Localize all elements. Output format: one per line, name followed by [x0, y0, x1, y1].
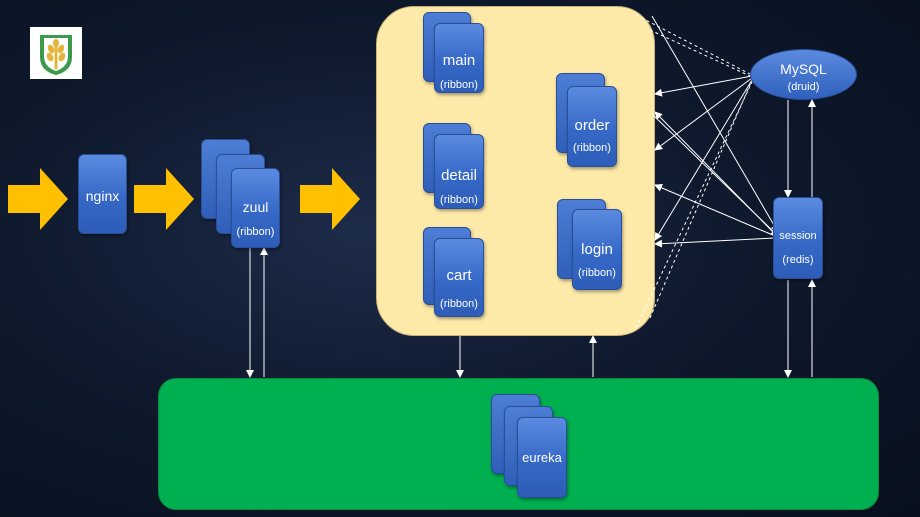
cart-node: cart (ribbon) [434, 238, 484, 317]
zuul-sub-label: (ribbon) [236, 226, 275, 238]
wheat-shield-logo-icon [40, 35, 72, 75]
zuul-node: zuul (ribbon) [231, 168, 280, 248]
detail-node: detail (ribbon) [434, 134, 484, 209]
login-sub-label: (ribbon) [578, 267, 616, 279]
mysql-label: MySQL [780, 61, 827, 77]
mysql-node: MySQL (druid) [750, 49, 857, 100]
eureka-node: eureka [517, 417, 567, 498]
logo [30, 27, 82, 79]
login-node: login (ribbon) [572, 209, 622, 290]
mysql-sub-label: (druid) [787, 81, 820, 93]
nginx-label: nginx [85, 188, 120, 204]
order-node: order (ribbon) [567, 86, 617, 167]
login-label: login [581, 241, 613, 258]
detail-label: detail [441, 167, 477, 184]
order-sub-label: (ribbon) [573, 142, 611, 154]
session-label: session [779, 230, 817, 242]
main-label: main [442, 52, 476, 69]
session-sub-label: (redis) [782, 254, 814, 266]
main-sub-label: (ribbon) [440, 79, 478, 91]
flow-arrow-icon [8, 168, 68, 230]
flow-arrow-icon [300, 168, 360, 230]
order-label: order [574, 117, 610, 134]
zuul-label: zuul [242, 199, 269, 215]
nginx-node: nginx [78, 154, 127, 234]
main-node: main (ribbon) [434, 23, 484, 93]
cart-label: cart [446, 267, 472, 284]
session-node: session (redis) [773, 197, 823, 279]
flow-arrow-icon [134, 168, 194, 230]
eureka-label: eureka [522, 450, 562, 465]
detail-sub-label: (ribbon) [440, 194, 478, 206]
cart-sub-label: (ribbon) [440, 298, 478, 310]
